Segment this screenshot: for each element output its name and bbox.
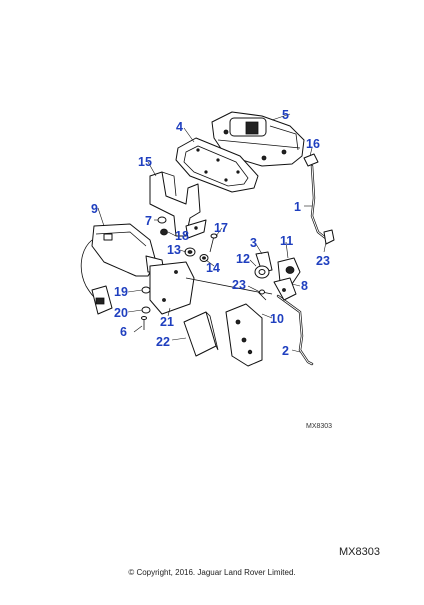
part-8-lever[interactable] <box>273 277 297 301</box>
part-23-screw-b[interactable] <box>259 289 273 295</box>
callout-3[interactable]: 3 <box>250 236 257 250</box>
part-10-door-bracket[interactable] <box>225 303 263 367</box>
callout-10[interactable]: 10 <box>270 312 284 326</box>
leader-lines <box>97 113 327 353</box>
callout-22[interactable]: 22 <box>156 335 170 349</box>
callout-23-a[interactable]: 23 <box>316 254 330 268</box>
figure-code: MX8303 <box>339 546 380 558</box>
callout-11[interactable]: 11 <box>280 234 293 248</box>
part-11-lock-barrel[interactable] <box>277 257 301 285</box>
callout-5[interactable]: 5 <box>282 108 289 122</box>
callout-17[interactable]: 17 <box>214 221 228 235</box>
part-7-screw[interactable] <box>157 216 167 224</box>
callout-1[interactable]: 1 <box>294 200 301 214</box>
part-2-rod[interactable] <box>276 294 314 366</box>
callout-4[interactable]: 4 <box>176 120 183 134</box>
part-14-grommet[interactable] <box>199 254 209 262</box>
callout-23-b[interactable]: 23 <box>232 278 246 292</box>
callout-15[interactable]: 15 <box>138 155 152 169</box>
copyright-notice: © Copyright, 2016. Jaguar Land Rover Lim… <box>128 568 296 577</box>
part-15-bracket[interactable] <box>149 171 207 239</box>
part-16-clip[interactable] <box>303 153 319 167</box>
part-12-seal[interactable] <box>254 265 270 279</box>
part-17-bolt[interactable] <box>209 233 218 253</box>
callout-12[interactable]: 12 <box>236 252 250 266</box>
callout-14[interactable]: 14 <box>206 261 220 275</box>
callout-7[interactable]: 7 <box>145 214 152 228</box>
callout-18[interactable]: 18 <box>175 229 189 243</box>
figure-code-small: MX8303 <box>306 423 332 430</box>
callout-21[interactable]: 21 <box>160 315 174 329</box>
part-6-screw[interactable] <box>141 316 147 331</box>
callout-9[interactable]: 9 <box>91 202 98 216</box>
callout-20[interactable]: 20 <box>114 306 128 320</box>
part-5-lock-mechanism[interactable] <box>211 111 305 167</box>
callout-2[interactable]: 2 <box>282 344 289 358</box>
part-1-rod[interactable] <box>310 164 335 245</box>
part-19-washer[interactable] <box>141 286 151 294</box>
callout-19[interactable]: 19 <box>114 285 128 299</box>
callout-8[interactable]: 8 <box>301 279 308 293</box>
part-22-pad[interactable] <box>183 311 219 357</box>
part-21-mounting-plate[interactable] <box>149 261 267 315</box>
callout-6[interactable]: 6 <box>120 325 127 339</box>
part-18-nut[interactable] <box>160 228 168 236</box>
part-13-washer[interactable] <box>184 247 196 257</box>
part-20-nut[interactable] <box>141 306 151 314</box>
callout-16[interactable]: 16 <box>306 137 320 151</box>
part-4-gasket[interactable] <box>175 137 259 193</box>
callout-13[interactable]: 13 <box>167 243 181 257</box>
